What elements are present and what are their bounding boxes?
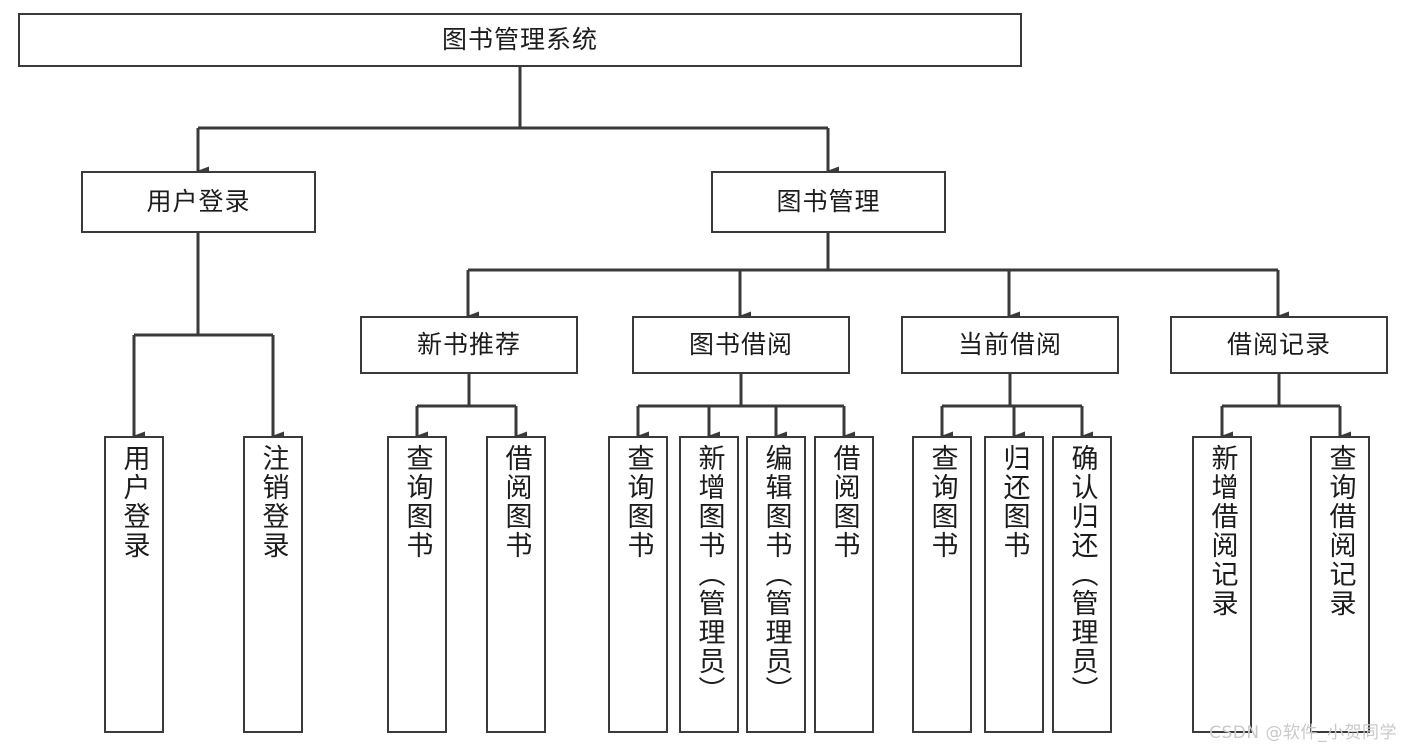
node-leaf-query-book-1[interactable]: 查询图书 [387,436,447,733]
node-book-borrow[interactable]: 图书借阅 [632,316,850,374]
node-leaf-query-book-3[interactable]: 查询图书 [912,436,972,733]
node-label: 用户登录 [118,444,150,560]
node-new-book-rec[interactable]: 新书推荐 [360,316,578,374]
node-label: 新书推荐 [416,330,521,360]
node-label: 图书借阅 [688,330,793,360]
node-label: 新增借阅记录 [1206,444,1238,618]
node-borrow-record[interactable]: 借阅记录 [1170,316,1388,374]
node-leaf-user-logout[interactable]: 注销登录 [243,436,303,733]
node-label: 图书管理 [776,187,881,217]
node-label: 图书管理系统 [441,25,598,55]
node-leaf-user-login[interactable]: 用户登录 [104,436,164,733]
node-leaf-query-book-2[interactable]: 查询图书 [608,436,668,733]
node-label: 归还图书 [998,444,1030,560]
node-leaf-add-book[interactable]: 新增图书（管理员） [679,436,739,733]
node-leaf-borrow-book-1[interactable]: 借阅图书 [486,436,546,733]
node-label: 查询图书 [926,444,958,560]
connector-lines [132,67,1351,441]
node-user-login[interactable]: 用户登录 [81,171,316,233]
node-leaf-return-book[interactable]: 归还图书 [984,436,1044,733]
node-label: 新增图书（管理员） [693,444,725,705]
node-label: 编辑图书（管理员） [760,444,792,705]
node-label: 注销登录 [257,444,289,560]
node-label: 借阅图书 [500,444,532,560]
node-root[interactable]: 图书管理系统 [18,13,1022,67]
node-leaf-borrow-book-2[interactable]: 借阅图书 [814,436,874,733]
node-leaf-add-record[interactable]: 新增借阅记录 [1192,436,1252,733]
node-label: 查询图书 [401,444,433,560]
node-label: 借阅图书 [828,444,860,560]
node-book-manage[interactable]: 图书管理 [711,171,946,233]
node-label: 当前借阅 [957,330,1062,360]
node-label: 确认归还（管理员） [1066,444,1098,705]
node-leaf-confirm-return[interactable]: 确认归还（管理员） [1052,436,1112,733]
node-label: 查询借阅记录 [1324,444,1356,618]
node-label: 借阅记录 [1226,330,1331,360]
node-leaf-query-record[interactable]: 查询借阅记录 [1310,436,1370,733]
node-current-borrow[interactable]: 当前借阅 [901,316,1119,374]
node-label: 查询图书 [622,444,654,560]
node-label: 用户登录 [146,187,251,217]
node-leaf-edit-book[interactable]: 编辑图书（管理员） [746,436,806,733]
